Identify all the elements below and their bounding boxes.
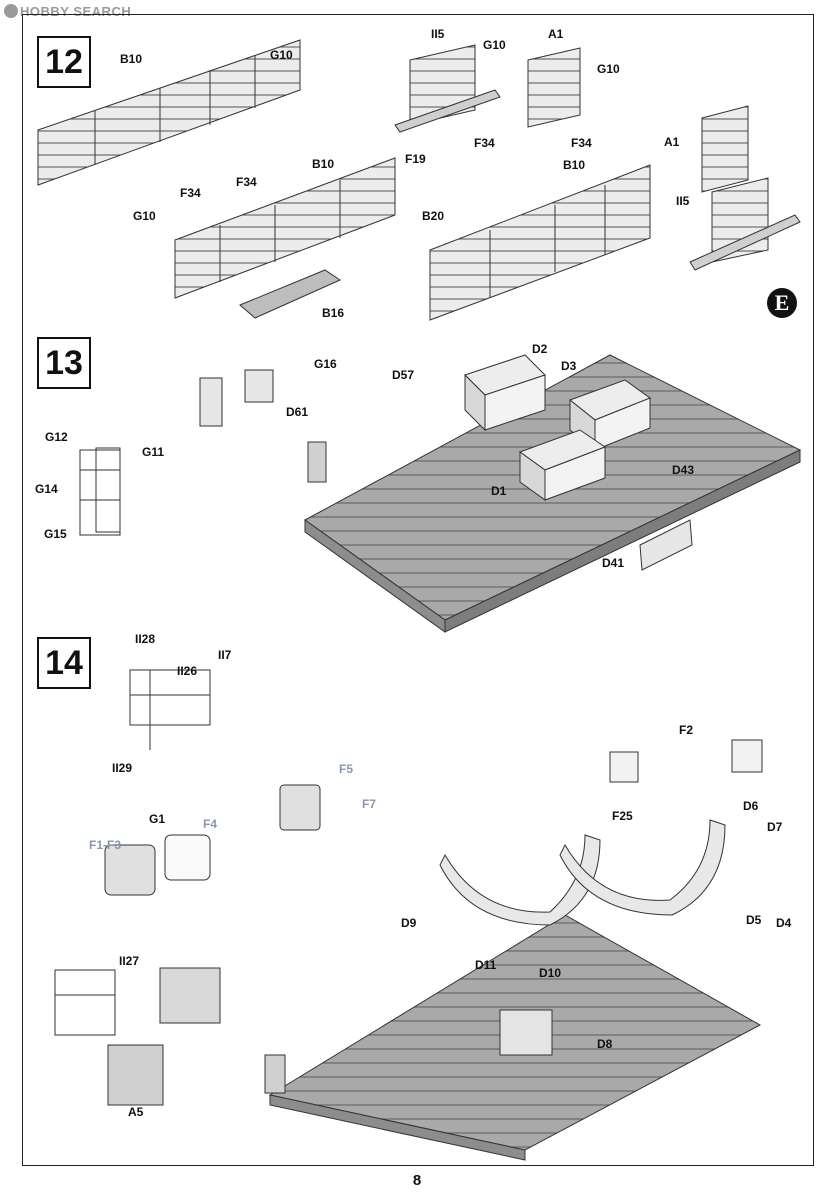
part-label: A5 — [128, 1105, 144, 1119]
part-label: F25 — [612, 809, 633, 823]
watermark: HOBBY SEARCH — [4, 4, 131, 19]
part-label: D61 — [286, 405, 309, 419]
part-label: D7 — [767, 820, 783, 834]
part-label: II5 — [676, 194, 690, 208]
step12-panels — [37, 39, 801, 321]
part-label: B10 — [120, 52, 143, 66]
part-label: D3 — [561, 359, 577, 373]
part-label: F34 — [180, 186, 201, 200]
part-label: G15 — [44, 527, 67, 541]
part-label: G12 — [45, 430, 68, 444]
part-label: B10 — [312, 157, 335, 171]
part-label: D10 — [539, 966, 562, 980]
part-label: D41 — [602, 556, 625, 570]
part-label: D11 — [475, 958, 497, 972]
step-number-13: 13 — [37, 337, 91, 389]
step14-chassis — [54, 669, 763, 1161]
part-label: F7 — [362, 797, 377, 811]
part-label: B10 — [563, 158, 586, 172]
part-label: D6 — [743, 799, 759, 813]
part-label: F2 — [679, 723, 694, 737]
part-label: II5 — [431, 27, 445, 41]
part-label: D9 — [401, 916, 417, 930]
part-label: A1 — [664, 135, 680, 149]
part-label: D8 — [597, 1037, 613, 1051]
part-label: B20 — [422, 209, 445, 223]
part-label: II7 — [218, 648, 232, 662]
part-label: G1 — [149, 812, 166, 826]
part-label: D57 — [392, 368, 415, 382]
part-label: G10 — [597, 62, 620, 76]
step-number-12: 12 — [37, 36, 91, 88]
page-frame — [22, 14, 814, 1166]
hobby-search-logo-icon — [4, 4, 18, 18]
part-label: F4 — [203, 817, 218, 831]
part-label: D1 — [491, 484, 507, 498]
part-label: F5 — [339, 762, 354, 776]
part-label: D5 — [746, 913, 762, 927]
page-number: 8 — [412, 1172, 422, 1189]
part-label: B16 — [322, 306, 345, 320]
part-label: G14 — [35, 482, 58, 496]
part-label: G11 — [142, 445, 165, 459]
part-label: A1 — [548, 27, 564, 41]
part-label: II29 — [112, 761, 133, 775]
watermark-text: HOBBY SEARCH — [20, 4, 132, 19]
part-label: F19 — [405, 152, 426, 166]
part-label: G10 — [270, 48, 293, 62]
part-label: II26 — [177, 664, 198, 678]
part-label: II27 — [119, 954, 140, 968]
sprue-e-badge: E — [767, 288, 797, 318]
part-label: II28 — [135, 632, 156, 646]
part-label: D4 — [776, 916, 792, 930]
part-label: G10 — [483, 38, 506, 52]
part-label: F34 — [236, 175, 257, 189]
part-label: D2 — [532, 342, 548, 356]
step-number-14: 14 — [37, 637, 91, 689]
part-label: D43 — [672, 463, 695, 477]
part-label: F1-F3 — [89, 838, 122, 852]
step13-chassis — [79, 354, 802, 633]
part-label: F34 — [474, 136, 495, 150]
part-label: F34 — [571, 136, 592, 150]
part-label: G10 — [133, 209, 156, 223]
part-label: G16 — [314, 357, 337, 371]
